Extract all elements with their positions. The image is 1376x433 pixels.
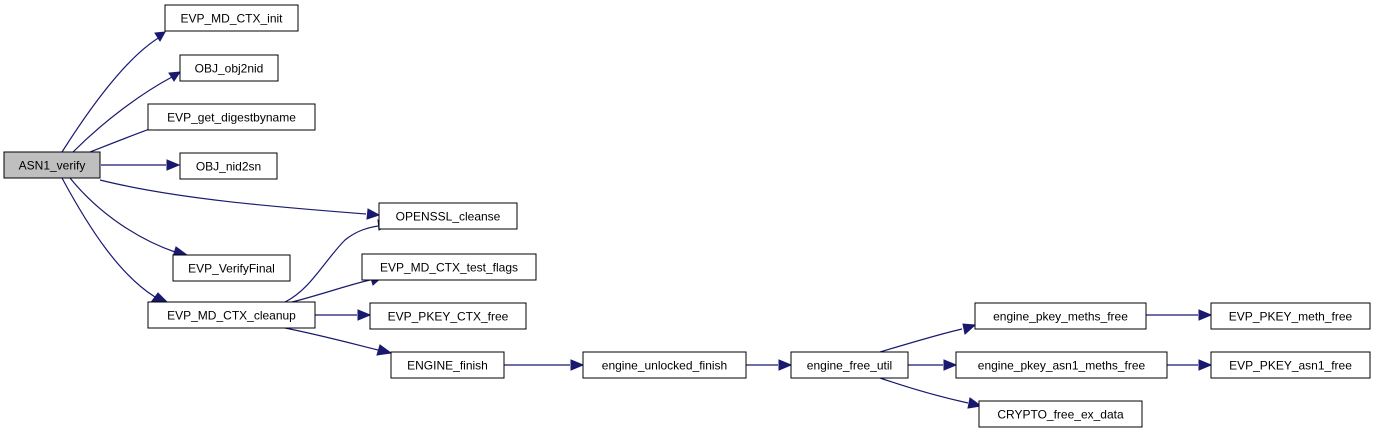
node-label-evp-pkey-ctx-free: EVP_PKEY_CTX_free [388, 310, 509, 324]
node-label-evp-md-ctx-init: EVP_MD_CTX_init [180, 12, 283, 26]
node-label-evp-md-ctx-cleanup: EVP_MD_CTX_cleanup [167, 309, 296, 323]
node-label-engine-unlocked-finish: engine_unlocked_finish [602, 359, 727, 373]
node-engine-pkey-asn1-meths-free[interactable]: engine_pkey_asn1_meths_free [955, 351, 1168, 379]
arrowhead-engine-finish [376, 344, 393, 356]
arrowhead-crypto-free-ex-data [967, 397, 983, 409]
node-evp-pkey-meth-free[interactable]: EVP_PKEY_meth_free [1210, 302, 1371, 330]
node-label-crypto-free-ex-data: CRYPTO_free_ex_data [997, 408, 1124, 422]
arrowhead-evp-md-ctx-init [154, 31, 166, 42]
node-engine-unlocked-finish[interactable]: engine_unlocked_finish [582, 351, 747, 379]
edge-free-util-to-crypto-free-ex-data [879, 377, 969, 404]
node-label-evp-verifyfinal: EVP_VerifyFinal [188, 262, 275, 276]
node-evp-md-ctx-init[interactable]: EVP_MD_CTX_init [164, 4, 299, 32]
node-label-openssl-cleanse: OPENSSL_cleanse [396, 210, 501, 224]
node-label-asn1-verify: ASN1_verify [19, 159, 86, 173]
node-label-engine-pkey-asn1-meths-free: engine_pkey_asn1_meths_free [978, 359, 1146, 373]
arrowhead-obj-nid2sn [166, 159, 181, 171]
arrowhead-evp-pkey-meth-free [1198, 309, 1213, 321]
arrowhead-openssl-cleanse [366, 208, 381, 220]
node-label-evp-md-ctx-test-flags: EVP_MD_CTX_test_flags [380, 261, 518, 275]
arrowhead-engine-pkey-meths-free [962, 323, 977, 335]
node-engine-free-util[interactable]: engine_free_util [790, 351, 909, 379]
node-obj-obj2nid[interactable]: OBJ_obj2nid [179, 54, 279, 82]
node-label-evp-pkey-meth-free: EVP_PKEY_meth_free [1229, 310, 1353, 324]
arrowhead-engine-pkey-asn1-meths-free [943, 359, 958, 371]
edge-asn1-verify-to-evp-verifyfinal [69, 177, 176, 253]
edge-asn1-verify-to-obj-obj2nid [72, 76, 173, 153]
arrowhead-obj-obj2nid [168, 71, 181, 82]
node-label-obj-nid2sn: OBJ_nid2sn [196, 160, 261, 174]
arrowhead-evp-md-ctx-cleanup [151, 292, 169, 303]
arrowhead-engine-free-util [778, 359, 793, 371]
node-label-evp-pkey-asn1-free: EVP_PKEY_asn1_free [1229, 359, 1352, 373]
node-engine-finish[interactable]: ENGINE_finish [390, 351, 505, 379]
edge-cleanup-to-openssl-cleanse [284, 225, 379, 303]
node-asn1-verify[interactable]: ASN1_verify [3, 151, 101, 179]
node-evp-md-ctx-cleanup[interactable]: EVP_MD_CTX_cleanup [147, 301, 316, 329]
node-label-engine-pkey-meths-free: engine_pkey_meths_free [993, 310, 1128, 324]
node-evp-verifyfinal[interactable]: EVP_VerifyFinal [172, 254, 291, 282]
node-evp-pkey-ctx-free[interactable]: EVP_PKEY_CTX_free [369, 302, 527, 330]
edge-asn1-verify-to-evp-md-ctx-cleanup [61, 177, 156, 298]
node-evp-pkey-asn1-free[interactable]: EVP_PKEY_asn1_free [1210, 351, 1371, 379]
node-engine-pkey-meths-free[interactable]: engine_pkey_meths_free [974, 302, 1147, 330]
node-label-engine-finish: ENGINE_finish [407, 359, 488, 373]
edge-asn1-verify-to-openssl-cleanse [99, 179, 367, 215]
node-evp-md-ctx-test-flags[interactable]: EVP_MD_CTX_test_flags [361, 253, 537, 281]
node-evp-get-digestbyname[interactable]: EVP_get_digestbyname [147, 103, 316, 131]
node-openssl-cleanse[interactable]: OPENSSL_cleanse [378, 202, 518, 230]
arrowhead-engine-unlocked-finish [570, 359, 585, 371]
arrowhead-evp-pkey-asn1-free [1198, 359, 1213, 371]
node-label-obj-obj2nid: OBJ_obj2nid [195, 62, 264, 76]
node-crypto-free-ex-data[interactable]: CRYPTO_free_ex_data [978, 400, 1143, 428]
nodes: ASN1_verify EVP_MD_CTX_init OBJ_obj2nid … [3, 4, 1371, 428]
node-label-evp-get-digestbyname: EVP_get_digestbyname [167, 111, 296, 125]
node-obj-nid2sn[interactable]: OBJ_nid2sn [179, 152, 278, 180]
edge-asn1-verify-to-evp-md-ctx-init [61, 36, 161, 153]
edge-cleanup-to-evp-md-ctx-test-flags [291, 279, 371, 303]
arrowhead-evp-pkey-ctx-free [357, 309, 372, 321]
edge-cleanup-to-engine-finish [284, 327, 379, 351]
edge-free-util-to-pkey-meths-free [879, 328, 963, 353]
node-label-engine-free-util: engine_free_util [807, 359, 892, 373]
